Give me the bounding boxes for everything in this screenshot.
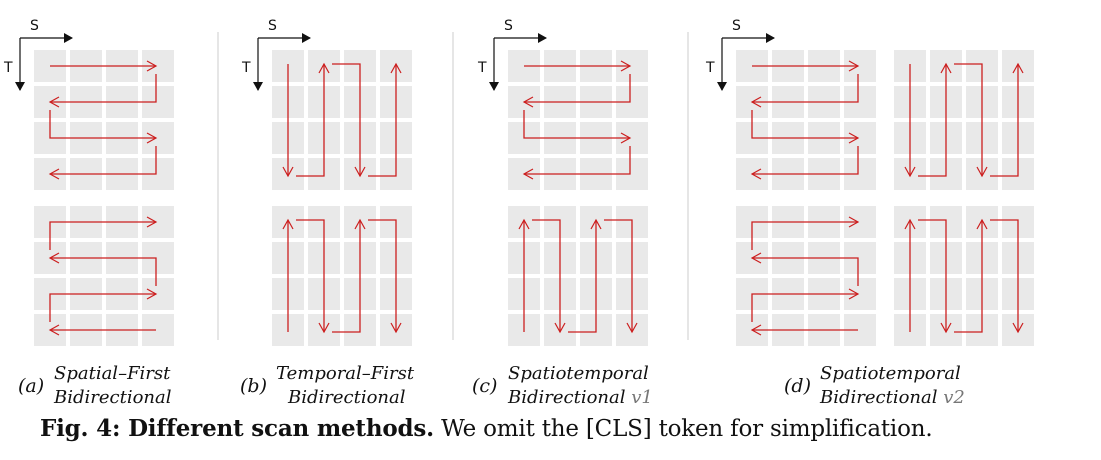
- t-axis-label: T: [241, 60, 251, 76]
- scan-arrow: [568, 218, 602, 333]
- panel-title-line2: Bidirectional v2: [820, 386, 965, 410]
- t-axis-label: T: [3, 60, 13, 76]
- scan-arrow: [522, 146, 631, 180]
- panel-title-line1: Temporal–First: [276, 363, 415, 384]
- caption-label: Fig. 4: Different scan methods.: [40, 415, 434, 442]
- t-axis-label: T: [705, 60, 715, 76]
- scan-arrow: [332, 218, 366, 333]
- scan-arrow: [918, 62, 952, 177]
- s-axis-label: S: [504, 18, 513, 34]
- scan-arrow: [918, 219, 952, 334]
- scan-arrow: [751, 288, 860, 322]
- s-axis-label: S: [268, 18, 277, 34]
- scan-arrow: [604, 219, 638, 334]
- panel-label-d: (d) Spatiotemporal Bidirectional v2: [784, 362, 994, 412]
- scan-arrow: [332, 63, 366, 178]
- scan-arrow: [532, 219, 566, 334]
- version-tag: v2: [943, 387, 965, 408]
- scan-arrow: [751, 110, 860, 144]
- scan-diagram: S T S T S T S T: [3, 18, 1034, 346]
- s-axis-label: S: [732, 18, 741, 34]
- s-axis-label: S: [30, 18, 39, 34]
- scan-arrow: [750, 74, 859, 108]
- panel-title-line1: Spatial–First: [54, 363, 171, 384]
- figure-caption: Fig. 4: Different scan methods. We omit …: [40, 415, 933, 442]
- scan-arrow: [49, 288, 158, 322]
- panel-id: (c): [472, 375, 498, 397]
- scan-arrow: [49, 110, 158, 144]
- scan-arrow: [296, 62, 330, 177]
- scan-arrow: [48, 74, 157, 108]
- scan-arrow: [48, 252, 157, 286]
- panel-id: (a): [18, 375, 45, 397]
- panel-title-line2: Bidirectional v1: [508, 386, 653, 410]
- scan-arrow: [954, 63, 988, 178]
- scan-arrow: [49, 216, 158, 250]
- scan-arrow: [750, 146, 859, 180]
- panel-subtitle: Bidirectional: [820, 387, 938, 408]
- t-axis-label: T: [477, 60, 487, 76]
- scan-arrow: [990, 62, 1024, 177]
- panel-id: (b): [240, 375, 267, 397]
- scan-arrow: [368, 62, 402, 177]
- panel-title-line1: Spatiotemporal: [820, 363, 961, 384]
- scan-arrow: [751, 216, 860, 250]
- caption-text: We omit the [CLS] token for simplificati…: [433, 416, 933, 442]
- scan-arrow: [990, 219, 1024, 334]
- scan-arrow: [750, 252, 859, 286]
- panel-subtitle: Bidirectional: [508, 387, 626, 408]
- panel-title-line1: Spatiotemporal: [508, 363, 649, 384]
- panel-id: (d): [784, 375, 811, 397]
- panel-label-a: (a) Spatial–First Bidirectional: [18, 362, 208, 412]
- scan-arrow: [522, 74, 631, 108]
- scan-arrow: [368, 219, 402, 334]
- version-tag: v1: [631, 387, 653, 408]
- panel-label-b: (b) Temporal–First Bidirectional: [240, 362, 440, 412]
- panel-label-c: (c) Spatiotemporal Bidirectional v1: [472, 362, 672, 412]
- panel-title-line2: Bidirectional: [288, 387, 406, 408]
- panel-title-line2: Bidirectional: [54, 387, 172, 408]
- scan-arrow: [954, 218, 988, 333]
- scan-arrow: [48, 146, 157, 180]
- scan-arrow: [523, 110, 632, 144]
- scan-arrow: [296, 219, 330, 334]
